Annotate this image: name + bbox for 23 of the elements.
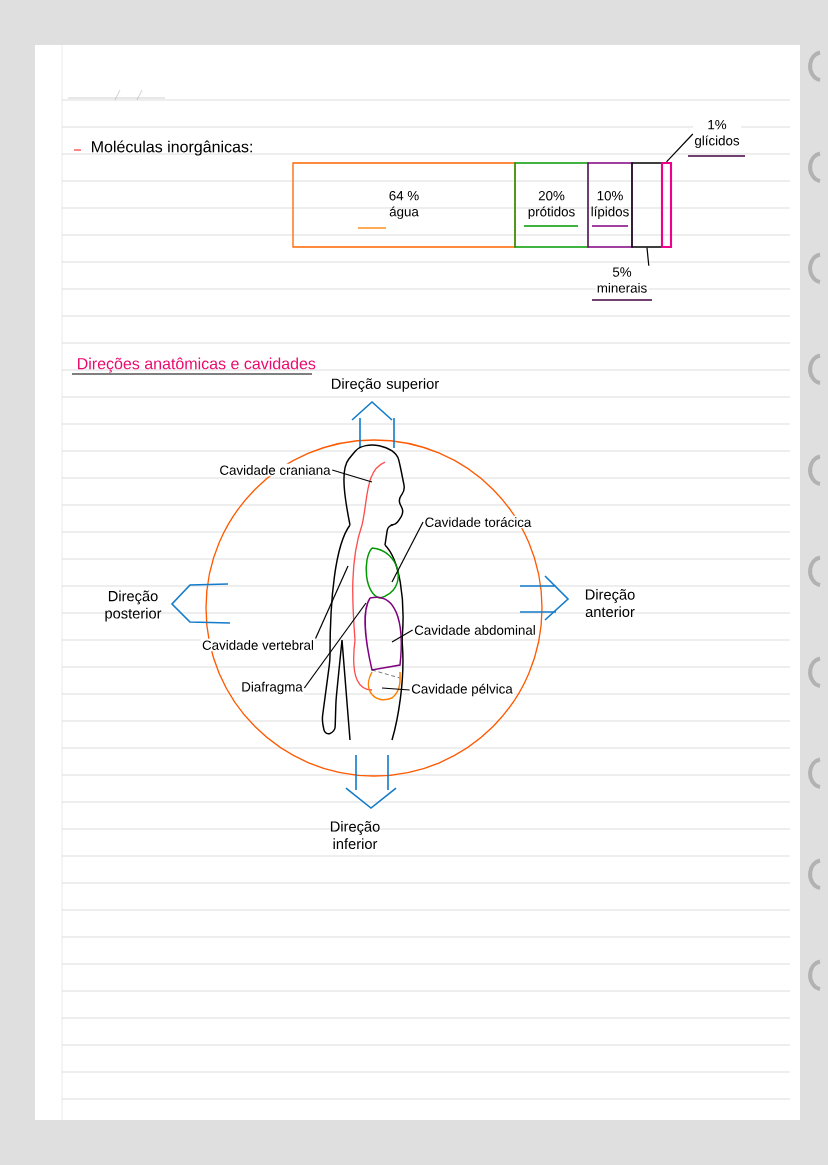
cavity-label: Diafragma [239,680,305,696]
heading: Moléculas inorgânicas: [92,140,252,156]
bar-segment: 10% lípidos [587,162,633,248]
percentage-label: 5% minerais [595,266,649,295]
leader-line [303,602,367,689]
percentage-label: 1% glícidos [693,118,741,150]
leader-line [314,565,349,640]
bar-segment: 64 % água [292,162,516,248]
leader-line [665,133,694,163]
heading: Direções anatômicas e cavidades [78,357,316,373]
cavity-label: Cavidade pélvica [409,682,515,698]
leader-line [646,247,650,267]
bar-segment [660,161,673,249]
leader-line [331,469,373,483]
leader-line [381,687,411,691]
bar-segment [631,162,663,248]
bar-segment: 20% prótidos [514,162,589,248]
direction-label: Direção superior [332,378,439,392]
leader-line [391,521,424,583]
leader-line [391,629,414,643]
direction-label: Direção inferior [330,820,380,850]
direction-label: Direção posterior [105,590,162,622]
direction-label: Direção anterior [585,588,635,618]
